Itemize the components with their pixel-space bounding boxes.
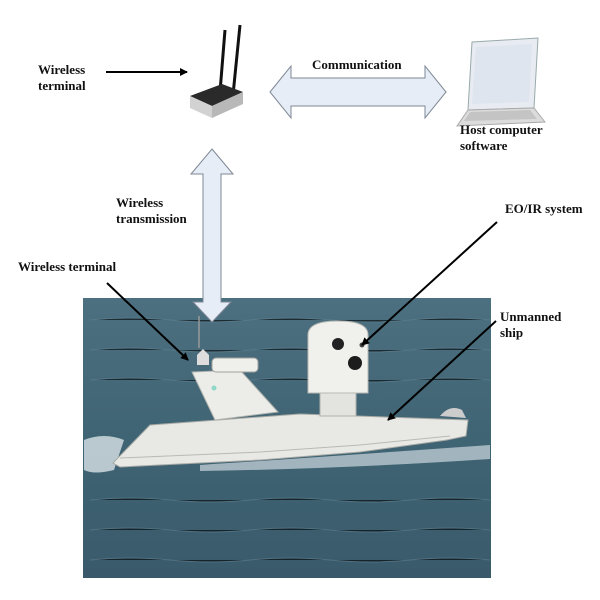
label-line: Host computer (460, 122, 543, 137)
label-line: software (460, 138, 508, 153)
wireless-transmission-arrow (189, 148, 235, 323)
label-line: Unmanned (500, 309, 562, 324)
label-line: terminal (38, 78, 86, 93)
eo-ir-turret (307, 320, 369, 417)
label-line: Wireless (116, 195, 164, 210)
laptop-icon (456, 37, 546, 127)
label-host-computer: Host computer software (460, 122, 543, 154)
unmanned-ship-photo (83, 298, 491, 578)
communication-double-arrow (269, 64, 447, 120)
pointer-unmanned-ship (387, 320, 497, 421)
label-line: ship (500, 325, 524, 340)
pointer-eo-ir (361, 221, 498, 346)
label-communication: Communication (312, 57, 402, 72)
label-wireless-transmission: Wireless transmission (116, 195, 187, 227)
wireless-terminal-device (190, 24, 243, 118)
pointer-wireless-terminal (106, 282, 189, 361)
label-wireless-terminal-ship: Wireless terminal (18, 259, 117, 274)
ship-hull (112, 413, 469, 468)
label-line: transmission (116, 211, 187, 226)
label-line: Wireless (38, 62, 86, 77)
label-unmanned-ship: Unmanned ship (500, 309, 561, 341)
label-wireless-terminal-top: Wireless terminal (38, 62, 86, 94)
label-eo-ir-system: EO/IR system (505, 201, 583, 216)
